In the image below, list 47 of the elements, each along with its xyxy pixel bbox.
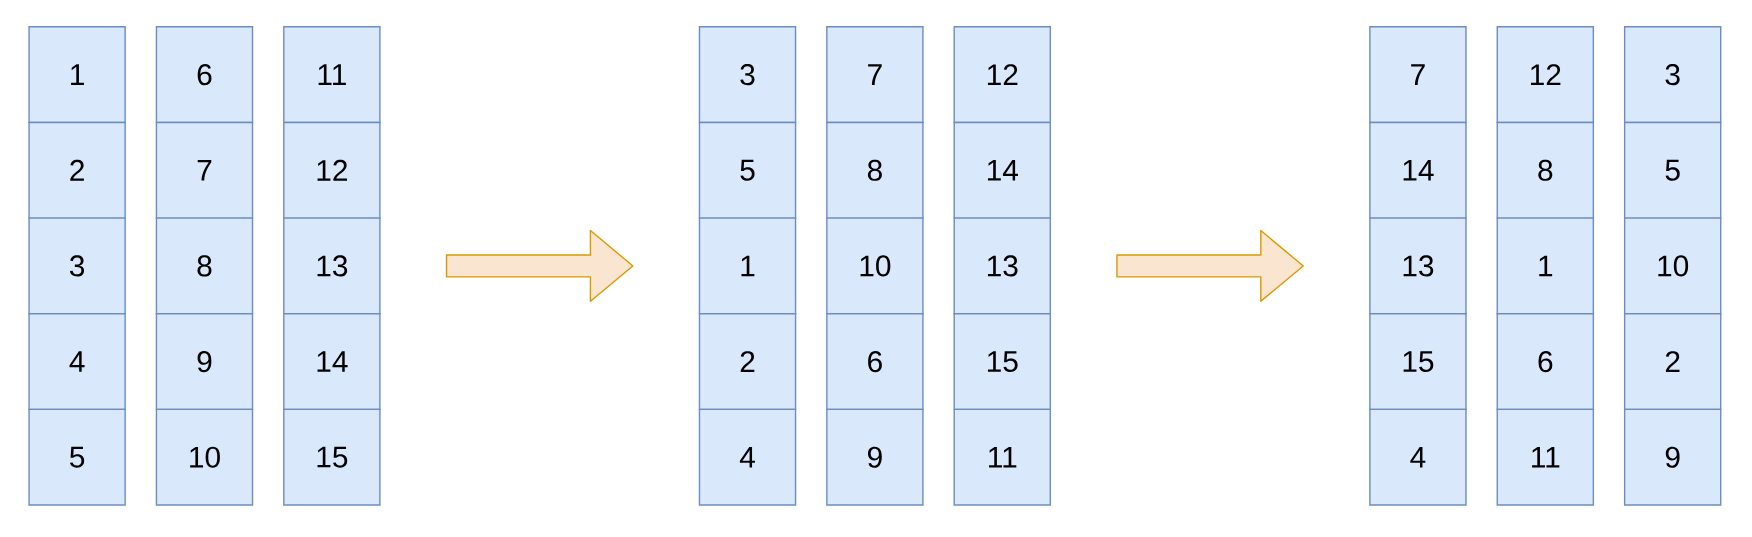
number-cell: 4 (28, 312, 126, 410)
number-cell: 13 (283, 217, 381, 315)
number-cell: 5 (1623, 121, 1722, 219)
number-cell: 3 (698, 25, 797, 123)
number-cell: 1 (28, 25, 126, 123)
number-cell: 14 (953, 121, 1051, 219)
number-cell: 13 (1369, 217, 1467, 315)
number-cell: 11 (283, 25, 381, 123)
number-cell: 8 (826, 121, 924, 219)
number-cell: 8 (1496, 121, 1595, 219)
number-cell: 3 (1623, 25, 1722, 123)
number-cell: 9 (826, 408, 924, 506)
number-cell: 10 (155, 408, 254, 506)
number-cell: 11 (1496, 408, 1595, 506)
number-cell: 9 (1623, 408, 1722, 506)
number-cell: 6 (1496, 312, 1595, 410)
number-cell: 12 (1496, 25, 1595, 123)
number-cell: 2 (28, 121, 126, 219)
number-cell: 10 (826, 217, 924, 315)
number-cell: 1 (1496, 217, 1595, 315)
number-cell: 6 (826, 312, 924, 410)
number-cell: 4 (1369, 408, 1467, 506)
number-cell: 6 (155, 25, 254, 123)
number-cell: 15 (953, 312, 1051, 410)
number-cell: 7 (1369, 25, 1467, 123)
block-arrow (445, 229, 634, 302)
number-cell: 12 (953, 25, 1051, 123)
number-cell: 11 (953, 408, 1051, 506)
number-cell: 1 (698, 217, 797, 315)
number-cell: 14 (1369, 121, 1467, 219)
number-cell: 5 (28, 408, 126, 506)
number-cell: 9 (155, 312, 254, 410)
number-cell: 5 (698, 121, 797, 219)
block-arrow (1116, 229, 1304, 302)
number-cell: 2 (698, 312, 797, 410)
number-cell: 14 (283, 312, 381, 410)
number-cell: 13 (953, 217, 1051, 315)
number-cell: 12 (283, 121, 381, 219)
number-cell: 7 (826, 25, 924, 123)
number-cell: 15 (283, 408, 381, 506)
number-cell: 15 (1369, 312, 1467, 410)
number-cell: 10 (1623, 217, 1722, 315)
number-cell: 8 (155, 217, 254, 315)
number-cell: 4 (698, 408, 797, 506)
number-cell: 7 (155, 121, 254, 219)
number-cell: 2 (1623, 312, 1722, 410)
number-cell: 3 (28, 217, 126, 315)
